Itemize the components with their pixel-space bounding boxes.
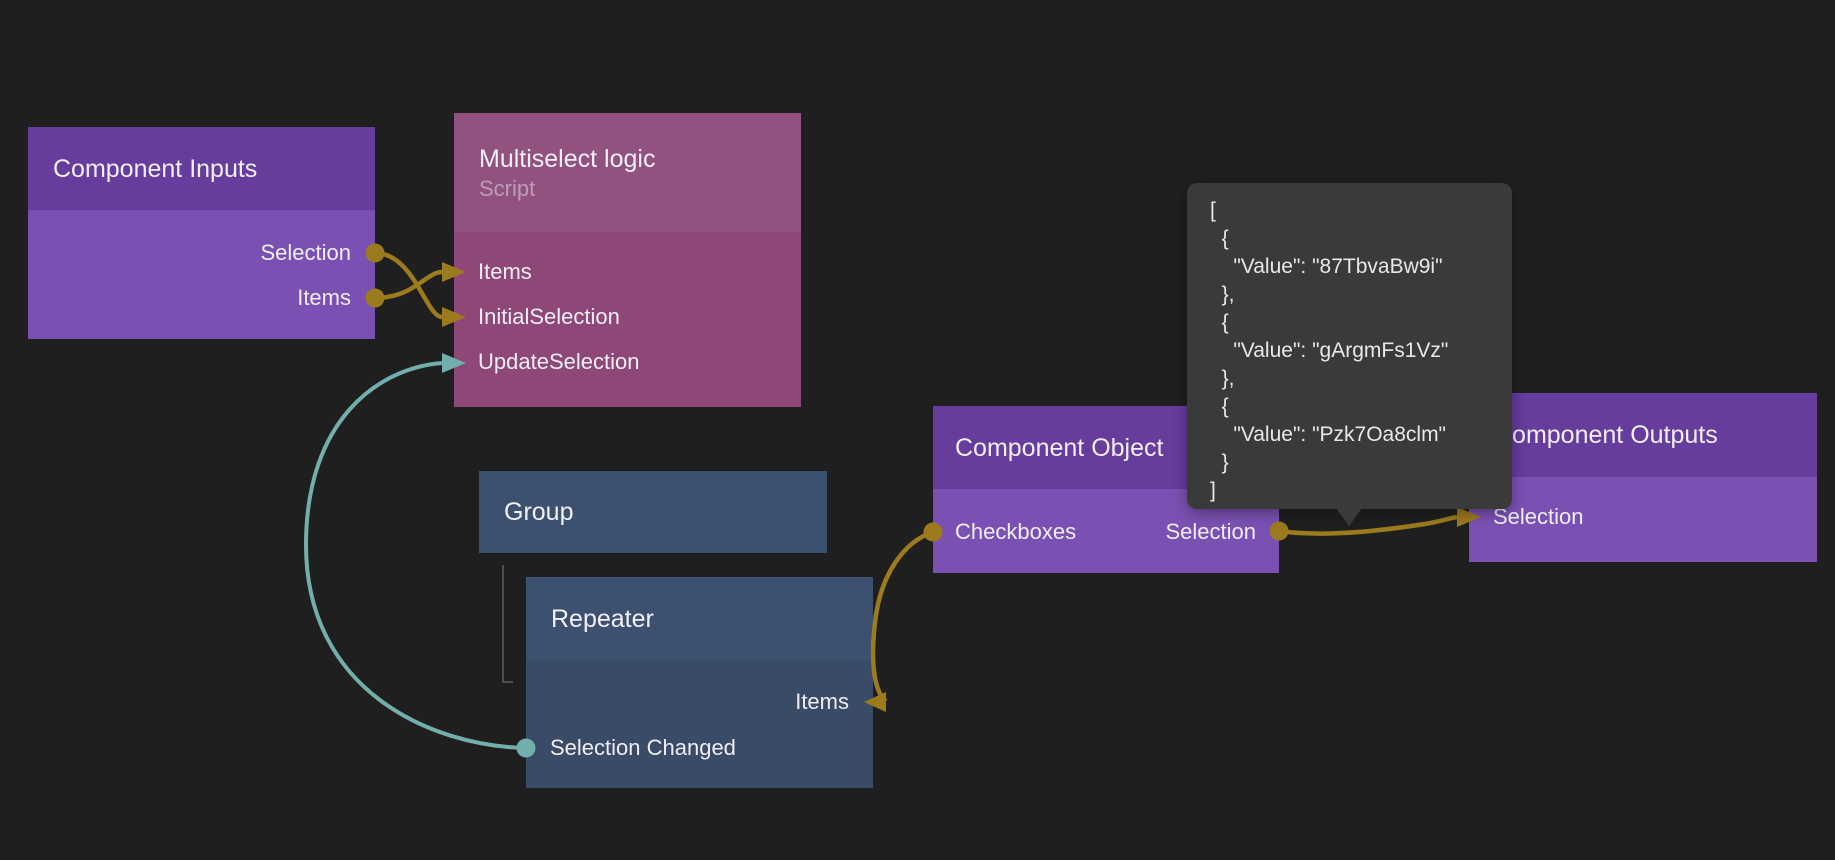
port-selection-output[interactable]: Selection	[1165, 517, 1256, 547]
port-dot-object-selection[interactable]	[1269, 521, 1289, 541]
port-dot-items-output[interactable]	[365, 288, 385, 308]
port-label: Items	[478, 259, 532, 284]
port-label: Selection	[1493, 504, 1584, 529]
port-selection-input[interactable]: Selection	[1493, 502, 1584, 532]
node-component-outputs[interactable]: Component Outputs Selection	[1469, 393, 1817, 562]
port-dot-selection-changed[interactable]	[516, 738, 536, 758]
port-label: InitialSelection	[478, 304, 620, 329]
port-label: Selection	[260, 240, 351, 265]
wire-selection-changed-to-updateselection[interactable]	[303, 361, 527, 750]
node-component-inputs[interactable]: Component Inputs Selection Items	[28, 127, 375, 339]
tooltip-json-text: [ { "Value": "87TbvaBw9i" }, { "Value": …	[1210, 199, 1449, 502]
tooltip-pointer	[1336, 508, 1362, 526]
node-subtitle: Script	[479, 175, 536, 201]
port-selection-changed-output[interactable]: Selection Changed	[550, 733, 736, 763]
port-label: Selection	[1165, 519, 1256, 544]
port-items-input[interactable]: Items	[795, 687, 849, 717]
node-header[interactable]: Repeater	[526, 577, 873, 660]
port-selection-output[interactable]: Selection	[260, 238, 351, 268]
port-label: Checkboxes	[955, 519, 1077, 544]
port-dot-selection-output[interactable]	[365, 243, 385, 263]
node-body	[454, 232, 801, 407]
node-multiselect-logic[interactable]: Multiselect logic Script Items InitialSe…	[454, 113, 801, 407]
hierarchy-line-group-repeater	[502, 565, 513, 683]
port-label: Selection Changed	[550, 735, 736, 760]
node-header[interactable]: Group	[479, 471, 827, 553]
port-initialselection-input[interactable]: InitialSelection	[478, 302, 620, 332]
port-label: UpdateSelection	[478, 349, 640, 374]
port-label: Items	[297, 285, 351, 310]
wire-items-to-items[interactable]	[374, 269, 443, 301]
port-dot-checkboxes[interactable]	[923, 522, 943, 542]
wire-checkboxes-to-repeater-items[interactable]	[870, 529, 934, 703]
port-items-output[interactable]: Items	[297, 283, 351, 313]
node-header[interactable]: Component Inputs	[28, 127, 375, 210]
arrowhead-outputs-selection	[1457, 507, 1481, 527]
node-body	[28, 210, 375, 339]
wire-object-selection-to-outputs-selection[interactable]	[1278, 514, 1458, 536]
node-header[interactable]: Component Outputs	[1469, 393, 1817, 477]
port-label: Items	[795, 689, 849, 714]
arrowhead-items	[442, 262, 466, 282]
arrowhead-initialselection	[442, 307, 466, 327]
node-title: Component Outputs	[1494, 421, 1718, 449]
value-preview-tooltip: [ { "Value": "87TbvaBw9i" }, { "Value": …	[1187, 183, 1512, 526]
arrowhead-updateselection	[442, 353, 466, 373]
node-body	[1469, 477, 1817, 562]
port-updateselection-input[interactable]: UpdateSelection	[478, 347, 639, 377]
node-title: Repeater	[551, 604, 654, 633]
node-title: Multiselect logic	[479, 144, 656, 173]
node-body	[526, 660, 873, 788]
node-repeater[interactable]: Repeater Items Selection Changed	[526, 577, 873, 788]
port-items-input[interactable]: Items	[478, 257, 532, 287]
node-title: Component Inputs	[53, 154, 258, 183]
arrowhead-repeater-items	[864, 692, 886, 712]
node-header[interactable]: Multiselect logic Script	[454, 113, 801, 232]
wire-selection-to-initialselection[interactable]	[374, 250, 443, 320]
node-group[interactable]: Group	[479, 471, 827, 553]
port-checkboxes-input[interactable]: Checkboxes	[955, 517, 1076, 547]
node-title: Component Object	[955, 433, 1164, 462]
node-title: Group	[504, 498, 574, 526]
